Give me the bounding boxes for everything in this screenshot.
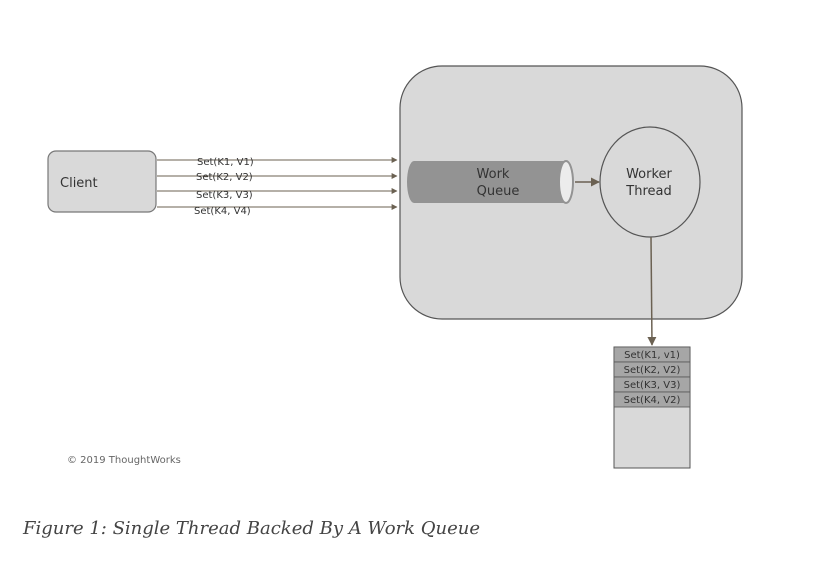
client-box <box>47 150 157 213</box>
request-label-4: Set(K4, V4) <box>194 206 251 217</box>
store-row-label-2: Set(K2, V2) <box>624 365 681 376</box>
client-node: Client <box>47 150 157 213</box>
worker-thread-label-line2: Thread <box>625 184 671 199</box>
client-label: Client <box>60 176 98 191</box>
work-queue-diagram: Client Set(K1, V1) Set(K2, V2) Set(K3, V… <box>47 65 743 469</box>
store-row-label-1: Set(K1, v1) <box>624 350 680 361</box>
copyright-text: © 2019 ThoughtWorks <box>67 455 181 466</box>
worker-thread-label-line1: Worker <box>626 167 672 182</box>
figure-caption: Figure 1: Single Thread Backed By A Work… <box>23 518 481 539</box>
request-label-2: Set(K2, V2) <box>196 172 253 183</box>
data-store: Set(K1, v1) Set(K2, V2) Set(K3, V3) Set(… <box>613 346 691 469</box>
request-arrows: Set(K1, V1) Set(K2, V2) Set(K3, V3) Set(… <box>157 157 398 217</box>
store-row-4 <box>613 391 691 408</box>
work-queue-label-line1: Work <box>477 167 510 182</box>
request-label-3: Set(K3, V3) <box>196 190 253 201</box>
work-queue-end <box>558 160 574 204</box>
worker-thread-circle <box>599 126 701 238</box>
work-queue-label-line2: Queue <box>477 184 520 199</box>
worker-to-store-arrow <box>647 236 657 346</box>
store-row-label-3: Set(K3, V3) <box>624 380 681 391</box>
work-queue-body <box>407 161 573 203</box>
store-row-label-4: Set(K4, V2) <box>624 395 681 406</box>
worker-thread: Worker Thread <box>599 126 701 238</box>
request-label-1: Set(K1, V1) <box>197 157 254 168</box>
work-queue: Work Queue <box>407 160 574 204</box>
